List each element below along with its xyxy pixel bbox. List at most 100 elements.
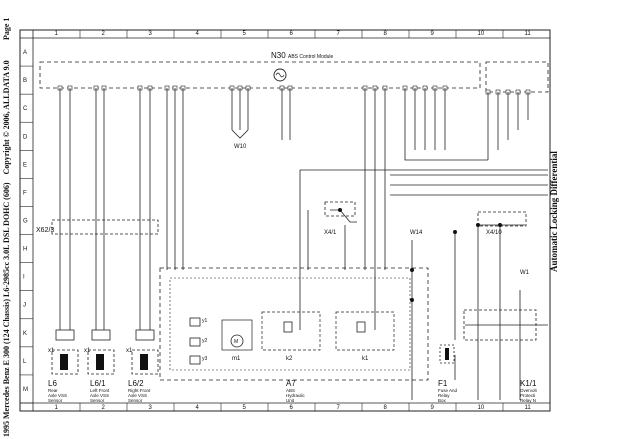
row-label-G: G (23, 219, 28, 225)
component-l6-2: L6/2 Right Front Axle VSS Sensor (128, 379, 151, 403)
k1-relay-box (335, 311, 395, 351)
relay-k2: k2 (286, 356, 293, 362)
sensor-connector-left-front (91, 329, 111, 341)
x4-1-connector-box (324, 201, 356, 217)
row-label-D: D (23, 134, 28, 140)
relay-k1: k1 (362, 356, 369, 362)
connector-x1-right: x1 (126, 348, 133, 354)
sensor-connector-rear (55, 329, 75, 341)
valve-y2: y2 (202, 338, 208, 344)
a7-unit-box (159, 267, 429, 381)
sensor-connector-right-front (135, 329, 155, 341)
connector-w1: W1 (520, 270, 530, 276)
column-label-top-2: 2 (102, 31, 106, 37)
svg-text:Axle VSS: Axle VSS (128, 393, 147, 398)
svg-text:L6/2: L6/2 (128, 379, 144, 388)
column-label-bottom-5: 5 (243, 405, 247, 411)
valve-y3: y3 (202, 356, 208, 362)
svg-text:Overvolt: Overvolt (520, 388, 538, 393)
component-k1-1: K1/1 Overvolt Protecti Relay N (520, 379, 538, 403)
row-label-K: K (23, 331, 27, 337)
row-label-B: B (23, 78, 27, 84)
svg-text:Hydraulic: Hydraulic (286, 393, 306, 398)
column-label-bottom-4: 4 (196, 405, 200, 411)
module-pins (57, 85, 531, 95)
column-label-top-6: 6 (290, 31, 294, 37)
connector-x1-rear: x1 (48, 348, 55, 354)
connector-x1-left: x1 (84, 348, 91, 354)
row-label-H: H (23, 247, 27, 253)
column-label-bottom-3: 3 (149, 405, 153, 411)
column-label-top-7: 7 (337, 31, 341, 37)
row-label-C: C (23, 106, 28, 112)
k2-relay-box (261, 311, 321, 351)
valve-y1: y1 (202, 318, 208, 324)
column-label-top-4: 4 (196, 31, 200, 37)
sensor-coils (60, 348, 449, 370)
row-label-M: M (23, 387, 28, 393)
n30-module-box (39, 61, 481, 89)
module-symbol-icon (273, 68, 287, 82)
row-label-I: I (23, 275, 25, 281)
connector-x4-10: X4/10 (486, 230, 502, 236)
svg-text:Box: Box (438, 398, 447, 403)
svg-text:Relay N: Relay N (520, 398, 536, 403)
svg-text:L6/1: L6/1 (90, 379, 106, 388)
x62-3-connector-box (51, 219, 159, 235)
component-f1: F1 Fuse And Relay Box (438, 379, 458, 403)
component-l6-1: L6/1 Left Front Axle VSS Sensor (90, 379, 110, 403)
column-label-top-9: 9 (431, 31, 435, 37)
diagram-frame (19, 29, 551, 412)
svg-text:Sensor: Sensor (128, 398, 143, 403)
row-label-E: E (23, 162, 27, 168)
svg-text:M: M (234, 339, 238, 345)
column-label-top-3: 3 (149, 31, 153, 37)
svg-text:Unit: Unit (286, 398, 295, 403)
wires (59, 88, 548, 400)
module-extension-box (485, 61, 549, 93)
column-label-bottom-1: 1 (55, 405, 59, 411)
column-label-bottom-9: 9 (431, 405, 435, 411)
connector-x62-3: X62/3 (36, 227, 54, 234)
row-label-F: F (23, 190, 27, 196)
row-labels: A B C D E F G H I J K L M (23, 50, 28, 393)
svg-text:Right Front: Right Front (128, 388, 151, 393)
module-name: ABS Control Module (288, 54, 334, 60)
column-label-top-11: 11 (525, 31, 532, 37)
row-label-J: J (23, 303, 26, 309)
row-label-L: L (23, 359, 27, 365)
svg-text:Relay: Relay (438, 393, 450, 398)
column-label-top-8: 8 (384, 31, 388, 37)
svg-text:F1: F1 (438, 379, 448, 388)
svg-text:Sensor: Sensor (48, 398, 63, 403)
column-label-top-10: 10 (478, 31, 485, 37)
row-label-A: A (23, 50, 27, 56)
component-l6: L6 Rear Axle VSS Sensor (48, 379, 67, 403)
column-label-bottom-6: 6 (290, 405, 294, 411)
column-label-top-5: 5 (243, 31, 247, 37)
column-label-top-1: 1 (55, 31, 59, 37)
connector-w10: W10 (234, 144, 247, 150)
solenoid-valves (189, 270, 376, 365)
column-label-bottom-10: 10 (478, 405, 485, 411)
svg-text:Axle VSS: Axle VSS (48, 393, 67, 398)
svg-text:K1/1: K1/1 (520, 379, 537, 388)
grid-ticks (20, 30, 551, 411)
column-label-bottom-11: 11 (525, 405, 532, 411)
svg-text:L6: L6 (48, 379, 57, 388)
svg-text:A7: A7 (286, 379, 296, 388)
overvoltage-relay-box (463, 309, 537, 341)
connector-x4-1: X4/1 (324, 230, 337, 236)
component-a7: A7 ABS Hydraulic Unit (286, 379, 306, 403)
svg-text:Rear: Rear (48, 388, 58, 393)
pump-motor-icon (230, 334, 244, 348)
svg-text:Sensor: Sensor (90, 398, 105, 403)
column-label-bottom-7: 7 (337, 405, 341, 411)
svg-text:ABS: ABS (286, 388, 295, 393)
svg-text:Protecti: Protecti (520, 393, 535, 398)
connector-w14: W14 (410, 230, 423, 236)
x4-10-connector-box (477, 211, 527, 227)
svg-text:Fuse And: Fuse And (438, 388, 458, 393)
